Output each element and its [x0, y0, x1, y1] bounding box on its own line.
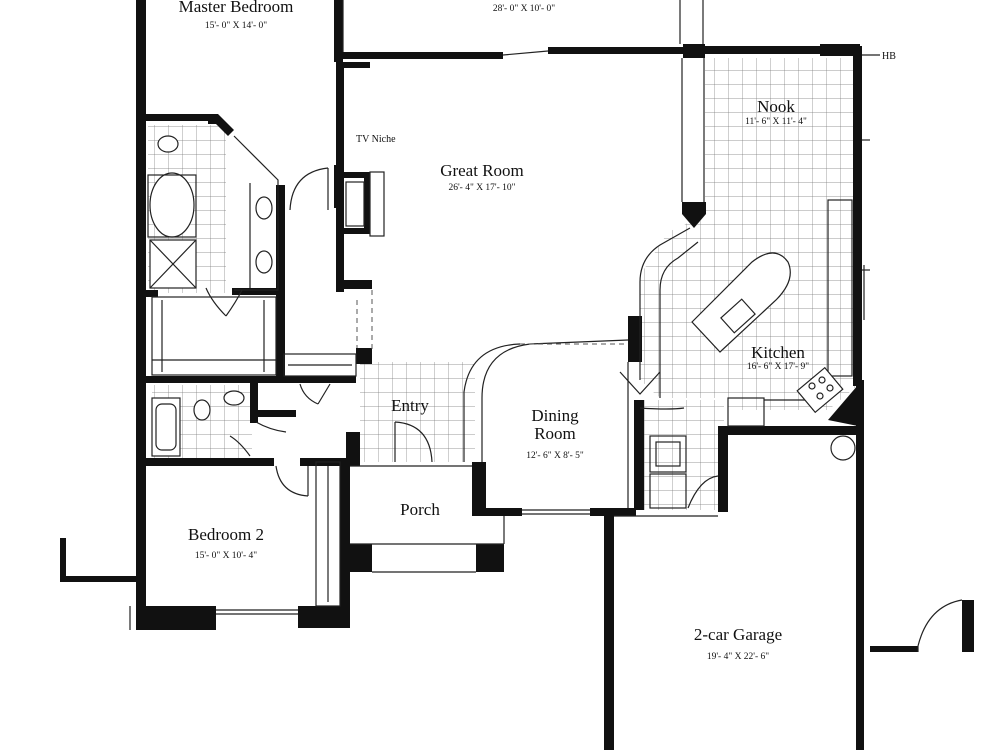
master-bedroom-dims: 15'- 0" X 14'- 0"	[205, 21, 267, 31]
porch-name: Porch	[400, 500, 440, 519]
room-labels: Master Bedroom 15'- 0" X 14'- 0" 28'- 0"…	[179, 0, 897, 662]
kitchen-name: Kitchen	[751, 343, 805, 362]
toilet-icon	[193, 399, 211, 421]
top-room-dims: 28'- 0" X 10'- 0"	[493, 4, 555, 14]
sink-icon	[223, 390, 245, 406]
dining-room-name-2: Room	[534, 424, 576, 443]
bedroom-2-dims: 15'- 0" X 10'- 4"	[195, 551, 257, 561]
dining-room-dims: 12'- 6" X 8'- 5"	[526, 451, 584, 461]
hose-bib-label: HB	[882, 51, 896, 62]
doors	[205, 167, 719, 509]
dining-room-name-1: Dining	[531, 406, 579, 425]
nook-name: Nook	[757, 97, 795, 116]
bathtub-icon	[149, 172, 195, 238]
sink-icon	[255, 250, 273, 274]
sink-icon	[255, 196, 273, 220]
bedroom-2-name: Bedroom 2	[188, 525, 264, 544]
garage-name: 2-car Garage	[694, 625, 782, 644]
toilet-icon	[157, 135, 179, 153]
master-bedroom-name: Master Bedroom	[179, 0, 294, 16]
entry-name: Entry	[391, 396, 429, 415]
garage-dims: 19'- 4" X 22'- 6"	[707, 652, 769, 662]
thin-lines	[129, 0, 963, 652]
kitchen-island	[691, 252, 791, 353]
tv-niche-label: TV Niche	[356, 134, 396, 145]
fixtures	[147, 135, 856, 467]
great-room-name: Great Room	[440, 161, 524, 180]
nook-dims: 11'- 6" X 11'- 4"	[745, 117, 807, 127]
cooktop-icon	[796, 366, 844, 414]
interior-walls	[146, 62, 858, 510]
kitchen-dims: 16'- 6" X 17'- 9"	[747, 362, 809, 372]
great-room-dims: 26'- 4" X 17'- 10"	[448, 183, 515, 193]
water-heater-icon	[830, 435, 856, 461]
exterior-walls	[60, 0, 974, 750]
